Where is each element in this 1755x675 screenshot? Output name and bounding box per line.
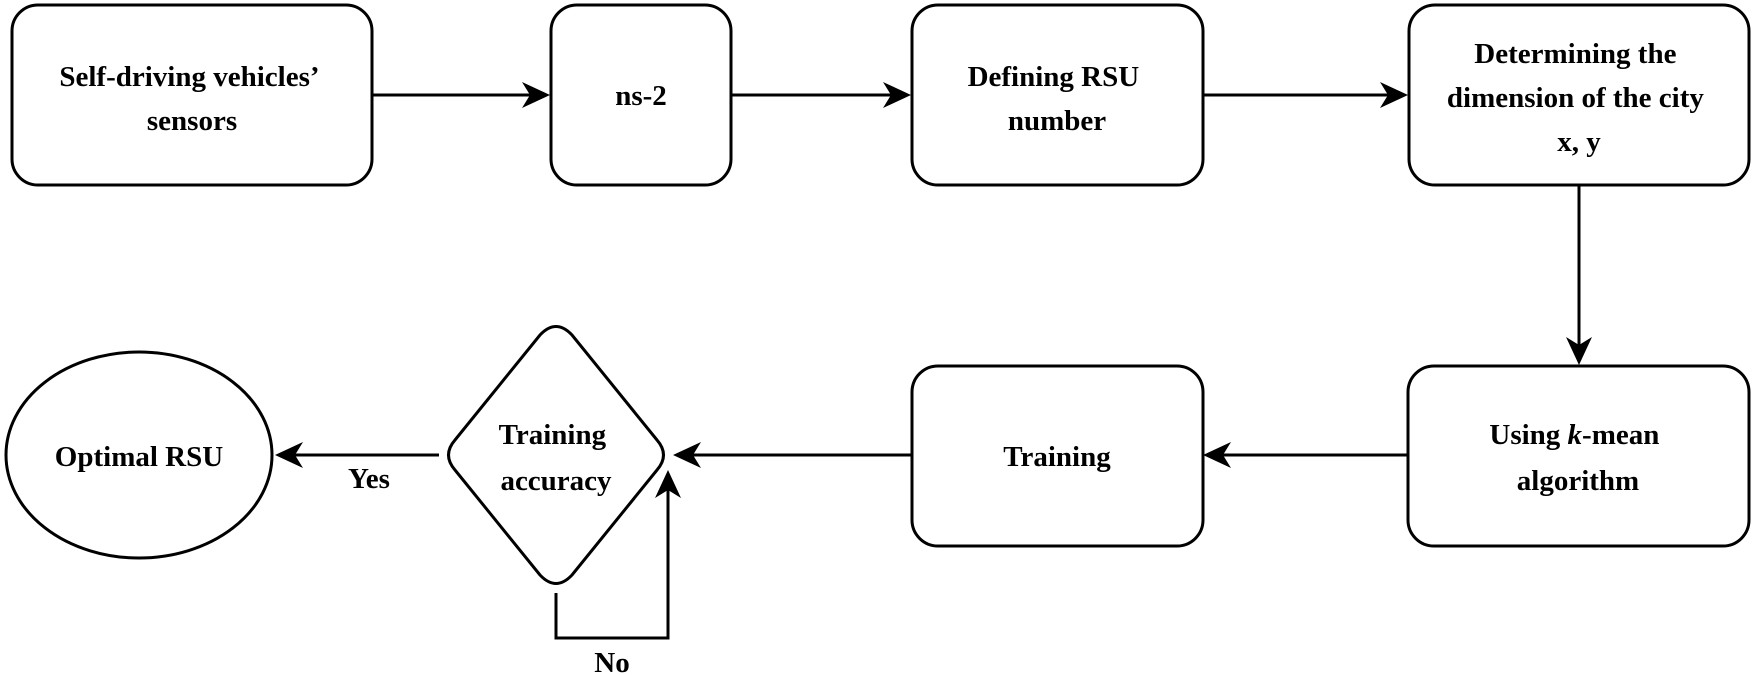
node-kmean-italic-k: k [1568, 419, 1583, 451]
edge-label-yes: Yes [348, 463, 390, 495]
edge-no-loop [554, 485, 670, 640]
node-sensors-label: Self-driving vehicles’ sensors [59, 61, 324, 137]
node-kmean-prefix: Using [1489, 419, 1567, 451]
node-ns2 [549, 3, 733, 187]
node-defining-rsu-label: Defining RSU number [968, 61, 1147, 137]
arrowhead-defining-rsu [883, 82, 911, 108]
arrowhead-training [1203, 442, 1231, 468]
node-city-dimension-label: Determining the dimension of the city x,… [1447, 38, 1711, 158]
node-defining-rsu-line-2: number [1008, 105, 1106, 137]
node-kmean-line-1: Using k-mean [1489, 419, 1659, 451]
arrowhead-ns2 [522, 82, 550, 108]
node-training-label: Training [1003, 441, 1111, 473]
arrowhead-kmean [1566, 337, 1592, 365]
node-city-dimension-line-2: dimension of the city [1447, 82, 1704, 114]
node-training [910, 364, 1205, 548]
node-accuracy-line-1: Training [499, 419, 607, 451]
arrowhead-no-loop [655, 470, 681, 498]
node-defining-rsu [910, 3, 1205, 187]
arrowhead-optimal [275, 442, 303, 468]
node-accuracy-label: Training accuracy [499, 419, 614, 497]
node-kmean [1406, 364, 1751, 548]
node-sensors [10, 3, 374, 187]
node-accuracy-line-2: accuracy [500, 465, 612, 497]
node-city-dimension-line-1: Determining the [1474, 38, 1676, 70]
node-city-dimension [1407, 3, 1751, 187]
node-optimal-rsu-line-1: Optimal RSU [55, 441, 223, 473]
node-city-dimension-line-3: x, y [1557, 126, 1601, 158]
node-ns2-line-1: ns-2 [615, 80, 667, 112]
node-kmean-line-2: algorithm [1517, 465, 1639, 497]
node-training-line-1: Training [1003, 441, 1111, 473]
arrowhead-city [1380, 82, 1408, 108]
node-kmean-label: Using k-mean algorithm [1489, 419, 1666, 497]
node-kmean-suffix: -mean [1582, 419, 1659, 451]
node-defining-rsu-line-1: Defining RSU [968, 61, 1140, 93]
node-sensors-line-2: sensors [147, 105, 237, 137]
node-optimal-rsu [4, 350, 274, 560]
node-ns2-label: ns-2 [615, 80, 667, 112]
node-optimal-rsu-label: Optimal RSU [55, 441, 223, 473]
arrowhead-accuracy [673, 442, 701, 468]
edge-label-no: No [594, 647, 629, 675]
node-sensors-line-1: Self-driving vehicles’ [59, 61, 318, 93]
node-accuracy-diamond [447, 325, 665, 585]
